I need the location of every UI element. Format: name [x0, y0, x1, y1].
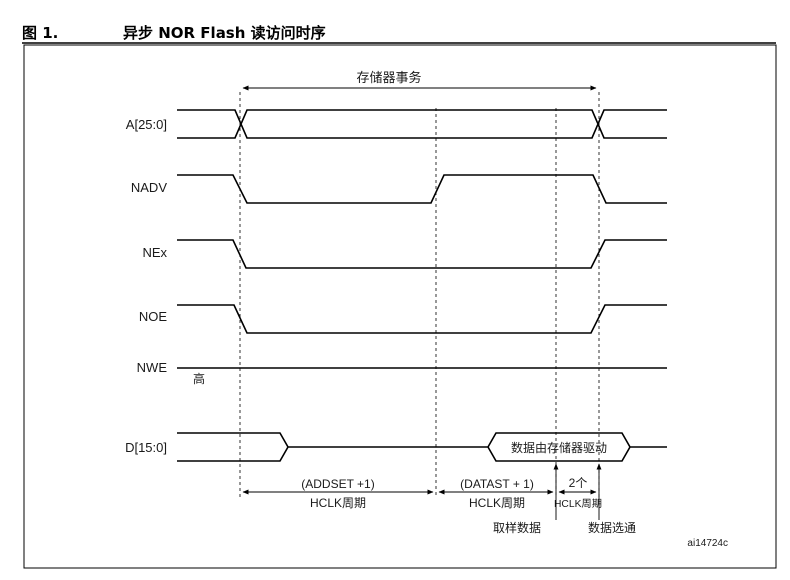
hold-label-bottom: HCLK周期	[554, 498, 602, 510]
nwe-level-label: 高	[193, 371, 205, 386]
sample-marker: 取样数据	[493, 463, 559, 535]
nadv-waveform	[177, 174, 667, 204]
signal-nex: NEx	[142, 239, 667, 269]
timing-guides	[239, 92, 600, 498]
signal-nwe: NWE 高	[137, 360, 667, 386]
signal-nadv: NADV	[131, 174, 667, 204]
signal-label-nwe: NWE	[137, 360, 168, 375]
datast-label-bottom: HCLK周期	[469, 496, 525, 510]
signal-data: D[15:0] 数据由存储器驱动	[125, 432, 667, 462]
interval-hold: 2个 HCLK周期	[554, 476, 602, 510]
strobe-marker: 数据选通	[588, 463, 636, 535]
interval-datast: (DATAST + 1) HCLK周期	[438, 477, 554, 510]
signal-label-nadv: NADV	[131, 180, 167, 195]
strobe-label: 数据选通	[588, 520, 636, 535]
figure-id: ai14724c	[687, 538, 728, 549]
signal-label-data: D[15:0]	[125, 440, 167, 455]
data-waveform	[177, 432, 667, 462]
datast-label-top: (DATAST + 1)	[460, 477, 534, 491]
noe-waveform	[177, 304, 667, 334]
figure-title: 异步 NOR Flash 读访问时序	[123, 24, 326, 42]
signal-label-noe: NOE	[139, 309, 168, 324]
interval-addset: (ADDSET +1) HCLK周期	[242, 477, 434, 510]
addr-waveform	[177, 109, 667, 139]
addset-label-top: (ADDSET +1)	[301, 477, 374, 491]
data-driven-label: 数据由存储器驱动	[511, 440, 607, 455]
hold-label-top: 2个	[569, 476, 588, 490]
signal-label-nex: NEx	[142, 245, 167, 260]
signal-addr: A[25:0]	[126, 109, 667, 139]
figure-frame	[23, 44, 777, 569]
sample-label: 取样数据	[493, 520, 541, 535]
memory-transaction-span: 存储器事务	[242, 70, 597, 91]
nex-waveform	[177, 239, 667, 269]
signal-noe: NOE	[139, 304, 667, 334]
addset-label-bottom: HCLK周期	[310, 496, 366, 510]
signal-label-addr: A[25:0]	[126, 117, 167, 132]
transaction-label: 存储器事务	[356, 70, 421, 85]
figure-number: 图 1.	[22, 24, 58, 42]
